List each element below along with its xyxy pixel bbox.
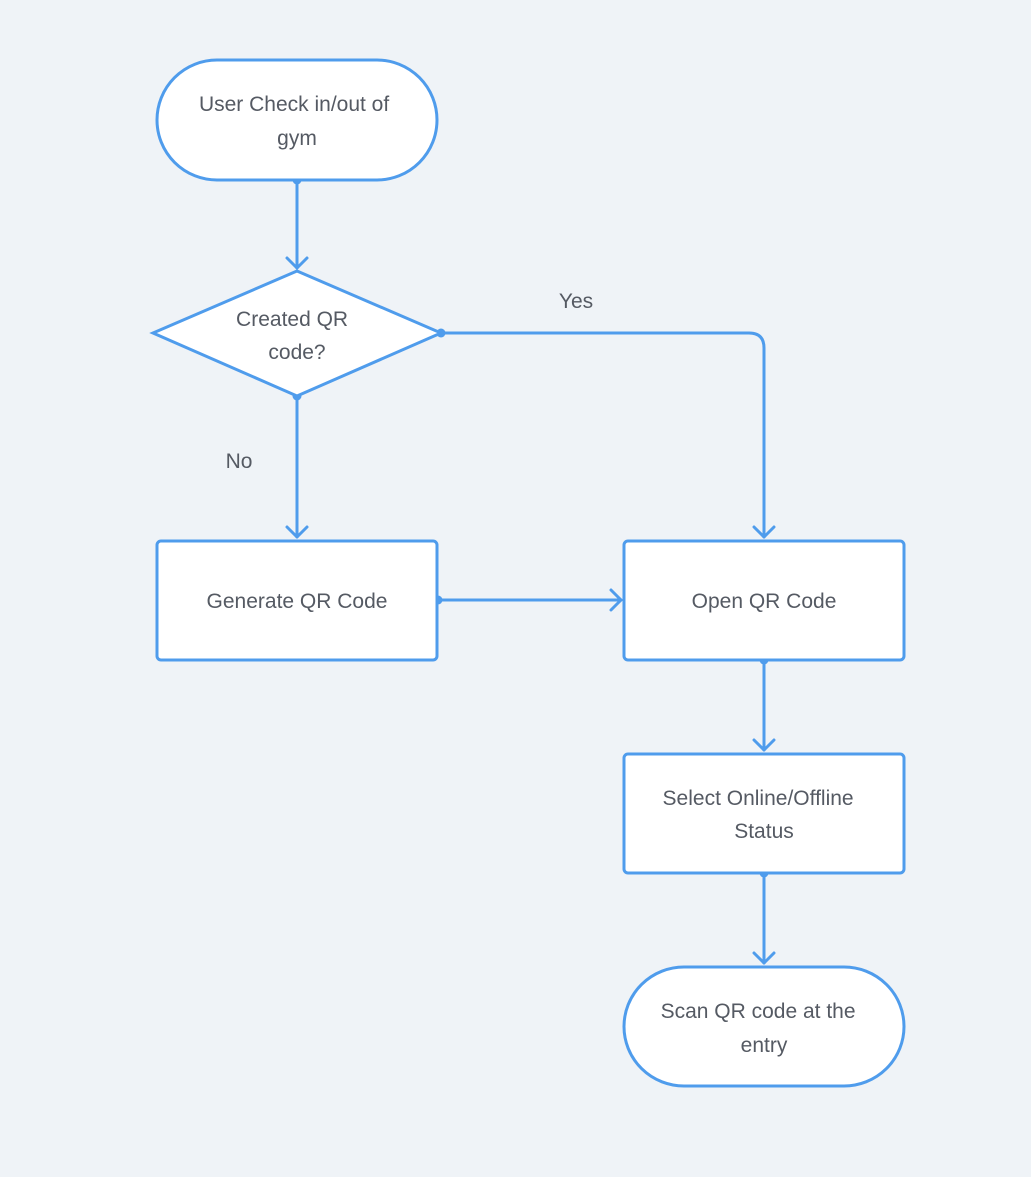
connector-decision-no-to-generate [285, 391, 309, 539]
node-open-process: Open QR Code [622, 539, 906, 662]
edge-label-yes: Yes [559, 290, 593, 313]
node-start-terminator: User Check in/out of gym [155, 58, 439, 182]
connector-open-to-select [752, 655, 776, 752]
connector-select-to-scan [752, 868, 776, 965]
connector-decision-yes-to-open [436, 328, 776, 539]
node-generate-label: Generate QR Code [207, 590, 388, 613]
connector-start-to-decision [285, 175, 309, 270]
node-select-process: Select Online/Offline Status [622, 752, 906, 875]
node-generate-process: Generate QR Code [155, 539, 439, 662]
node-start-label: User Check in/out of gym [199, 93, 395, 150]
node-decision-label: Created QR code? [236, 308, 354, 364]
node-scan-terminator: Scan QR code at the entry [622, 965, 906, 1088]
node-open-label: Open QR Code [692, 590, 837, 613]
connector-generate-to-open [433, 588, 623, 612]
node-scan-label: Scan QR code at the entry [661, 1000, 862, 1057]
node-select-label: Select Online/Offline Status [663, 787, 860, 843]
node-decision-diamond: Created QR code? [149, 269, 445, 398]
edge-label-no: No [226, 450, 253, 473]
